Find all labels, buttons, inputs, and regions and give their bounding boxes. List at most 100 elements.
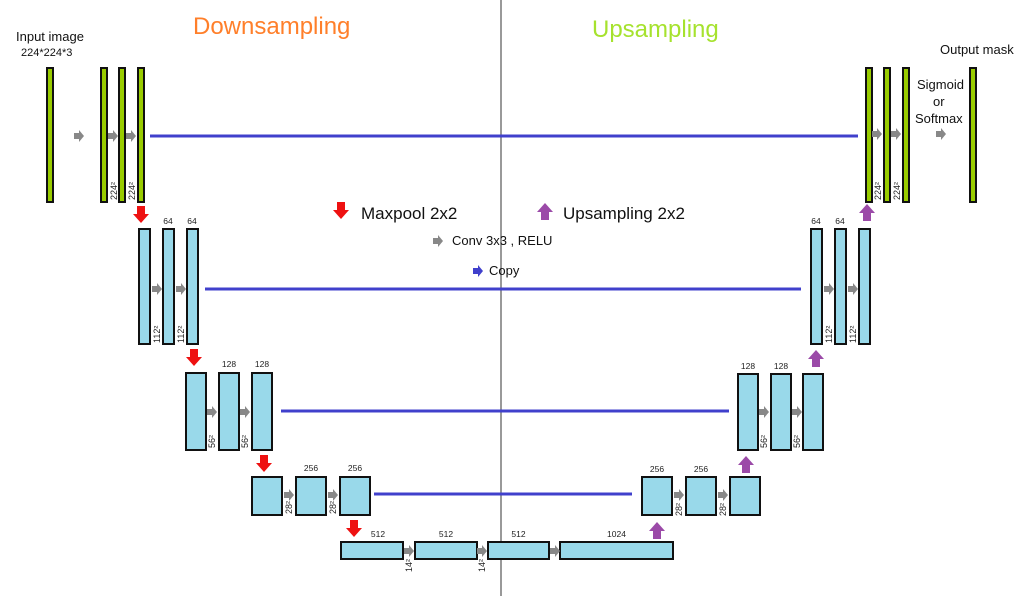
- encoder-l2-block: [138, 228, 151, 345]
- bottleneck-block: [340, 541, 404, 560]
- spatial-dim-label: 224²: [109, 182, 119, 200]
- legend-conv-label: Conv 3x3 , RELU: [452, 233, 552, 248]
- conv-arrow-icon: [152, 283, 162, 295]
- upsampling-title: Upsampling: [592, 16, 719, 43]
- spatial-dim-label: 224²: [127, 182, 137, 200]
- upsample-arrow-icon: [738, 456, 754, 473]
- decoder-l3-block: [770, 373, 792, 451]
- operation-arrows: [74, 128, 946, 557]
- conv-arrow-icon: [872, 128, 882, 140]
- upsample-arrow-icon: [649, 522, 665, 539]
- channel-count-label: 64: [811, 216, 821, 226]
- spatial-dim-label: 112²: [848, 326, 858, 343]
- channel-count-label: 1024: [607, 529, 626, 539]
- activation-label-1: Sigmoid: [917, 77, 964, 92]
- channel-count-label: 256: [650, 464, 664, 474]
- legend-upsampling-label: Upsampling 2x2: [563, 204, 685, 223]
- bottleneck-block: [559, 541, 674, 560]
- maxpool-arrow-icon: [133, 206, 149, 223]
- decoder-l3-block: [737, 373, 759, 451]
- encoder-l2-block: [162, 228, 175, 345]
- conv-arrow-icon: [284, 489, 294, 501]
- spatial-dim-label: 56²: [792, 435, 802, 448]
- conv-arrow-icon: [824, 283, 834, 295]
- decoder-l4-block: [641, 476, 673, 516]
- spatial-dim-label: 56²: [207, 435, 217, 448]
- upsample-arrow-icon: [808, 350, 824, 367]
- spatial-dim-label: 28²: [674, 503, 684, 516]
- channel-count-label: 64: [835, 216, 845, 226]
- upsample-arrow-icon: [537, 203, 553, 220]
- conv-arrow-icon: [759, 406, 769, 418]
- decoder-l4-block: [729, 476, 761, 516]
- decoder-l1-block: [865, 67, 873, 203]
- output-mask-label: Output mask: [940, 42, 1014, 57]
- spatial-dim-label: 112²: [824, 326, 834, 343]
- input-image-label: Input image: [16, 29, 84, 44]
- decoder-l4-block: [685, 476, 717, 516]
- spatial-dim-label: 112²: [176, 326, 186, 343]
- encoder-l4-block: [295, 476, 327, 516]
- channel-count-label: 128: [774, 361, 788, 371]
- encoder-l3-block: [251, 372, 273, 451]
- maxpool-arrow-icon: [346, 520, 362, 537]
- encoder-l4-block: [339, 476, 371, 516]
- channel-count-label: 256: [304, 463, 318, 473]
- channel-count-label: 512: [511, 529, 525, 539]
- downsampling-title: Downsampling: [193, 13, 350, 40]
- activation-label-2: or: [933, 94, 945, 109]
- upsample-arrow-icon: [859, 204, 875, 221]
- conv-arrow-icon: [126, 130, 136, 142]
- conv-arrow-icon: [433, 235, 443, 247]
- conv-arrow-icon: [718, 489, 728, 501]
- legend-conv-icon: [433, 235, 443, 247]
- conv-arrow-icon: [473, 265, 483, 277]
- decoder-l1-block: [883, 67, 891, 203]
- conv-arrow-icon: [207, 406, 217, 418]
- spatial-dim-label: 224²: [892, 182, 902, 200]
- spatial-dim-label: 224²: [873, 182, 883, 200]
- copy-connections: [150, 134, 858, 496]
- conv-arrow-icon: [176, 283, 186, 295]
- channel-count-label: 512: [371, 529, 385, 539]
- decoder-l3-block: [802, 373, 824, 451]
- channel-count-label: 256: [348, 463, 362, 473]
- output-mask-block: [969, 67, 977, 203]
- legend-copy-icon: [473, 265, 483, 277]
- legend: Maxpool 2x2 Upsampling 2x2 Conv 3x3 , RE…: [333, 202, 685, 278]
- maxpool-arrow-icon: [333, 202, 349, 219]
- legend-maxpool-icon: [333, 202, 349, 219]
- input-image-block: [46, 67, 54, 203]
- channel-count-label: 512: [439, 529, 453, 539]
- spatial-dim-label: 28²: [284, 501, 294, 514]
- decoder-l2-block: [810, 228, 823, 345]
- feature-blocks: [46, 67, 977, 560]
- conv-arrow-icon: [108, 130, 118, 142]
- input-dims-label: 224*224*3: [21, 47, 72, 59]
- channel-count-label: 128: [222, 359, 236, 369]
- conv-arrow-icon: [477, 545, 487, 557]
- conv-arrow-icon: [674, 489, 684, 501]
- conv-arrow-icon: [550, 545, 560, 557]
- conv-arrow-icon: [74, 130, 84, 142]
- encoder-l2-block: [186, 228, 199, 345]
- conv-arrow-icon: [792, 406, 802, 418]
- spatial-dim-label: 14²: [477, 559, 487, 572]
- decoder-l2-block: [834, 228, 847, 345]
- conv-arrow-icon: [328, 489, 338, 501]
- conv-arrow-icon: [936, 128, 946, 140]
- decoder-l2-block: [858, 228, 871, 345]
- channel-count-label: 128: [741, 361, 755, 371]
- legend-maxpool-label: Maxpool 2x2: [361, 204, 457, 223]
- encoder-l3-block: [185, 372, 207, 451]
- bottleneck-block: [487, 541, 550, 560]
- conv-arrow-icon: [848, 283, 858, 295]
- spatial-dim-label: 56²: [240, 435, 250, 448]
- legend-copy-label: Copy: [489, 263, 520, 278]
- channel-count-label: 256: [694, 464, 708, 474]
- spatial-dim-label: 56²: [759, 435, 769, 448]
- maxpool-arrow-icon: [186, 349, 202, 366]
- spatial-dim-label: 28²: [328, 501, 338, 514]
